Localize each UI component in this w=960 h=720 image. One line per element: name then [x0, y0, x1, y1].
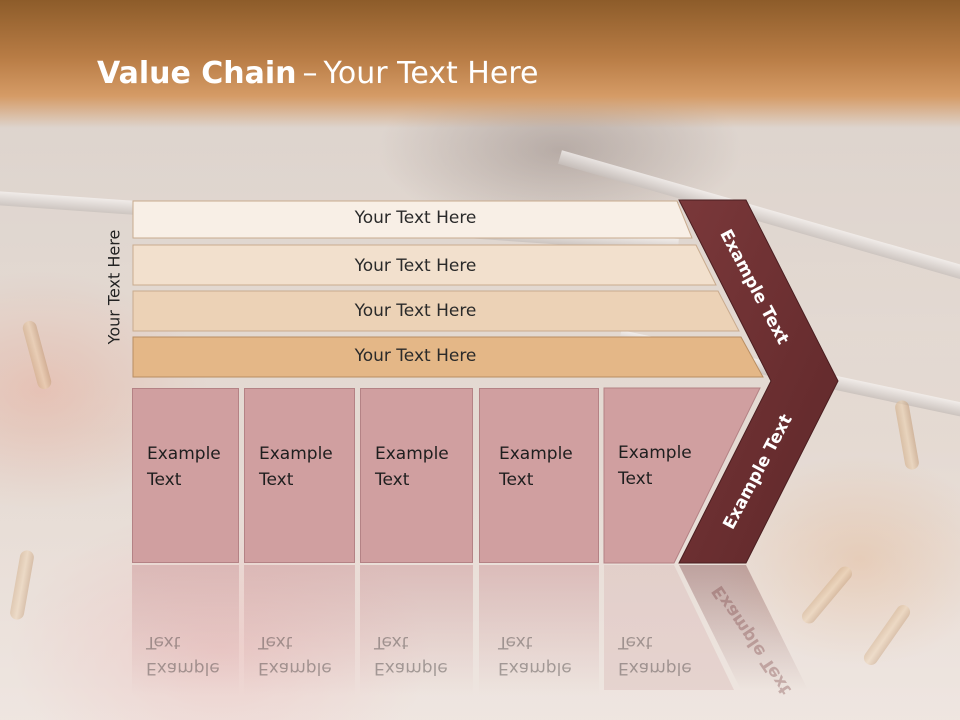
- box-4-reflection-line1: Example: [498, 658, 572, 678]
- bar-shape-2: [132, 244, 717, 286]
- title-rest: Your Text Here: [323, 56, 539, 91]
- box-2-reflection: Example Text: [244, 565, 355, 695]
- box-4-reflection-line2: Text: [498, 632, 533, 652]
- box-5-line2: Text: [618, 469, 653, 489]
- box-3-reflection-line1: Example: [374, 658, 448, 678]
- box-2-line2: Text: [259, 470, 294, 490]
- chevron-reflection: [679, 565, 808, 690]
- bar-shape-3: [132, 290, 740, 332]
- title-bold: Value Chain: [97, 56, 297, 91]
- title-separator: –: [302, 56, 318, 91]
- box-3-reflection: Example Text: [360, 565, 473, 695]
- box-1-reflection-line2: Text: [146, 632, 181, 652]
- box-3-line1: Example: [375, 444, 449, 464]
- box-5-shape: [603, 387, 761, 564]
- box-5-reflection-line2: Text: [618, 632, 653, 652]
- box-5-line1: Example: [618, 443, 692, 463]
- bar-label-2: Your Text Here: [354, 256, 477, 276]
- box-1-reflection: Example Text: [132, 565, 239, 695]
- box-5-reflection-line1: Example: [618, 658, 692, 678]
- box-3-reflection-line2: Text: [374, 632, 409, 652]
- box-3-line2: Text: [375, 470, 410, 490]
- box-1-line1: Example: [147, 444, 221, 464]
- box-5-reflection-text: Example Text: [604, 565, 734, 695]
- bar-label-3: Your Text Here: [354, 301, 477, 321]
- box-1-reflection-line1: Example: [146, 658, 220, 678]
- slide-title: Value Chain–Your Text Here: [97, 56, 538, 91]
- box-4-line1: Example: [499, 444, 573, 464]
- box-4-reflection: Example Text: [479, 565, 599, 695]
- box-5-reflection: [604, 565, 734, 690]
- bar-shape-4: [132, 336, 764, 378]
- bar-label-4: Your Text Here: [354, 346, 477, 366]
- chevron-shape: [678, 199, 839, 564]
- box-2-reflection-line2: Text: [258, 632, 293, 652]
- box-4-line2: Text: [499, 470, 534, 490]
- box-1-line2: Text: [147, 470, 182, 490]
- title-banner: Value Chain–Your Text Here: [0, 0, 960, 128]
- box-2-reflection-line1: Example: [258, 658, 332, 678]
- bar-shape-1: [132, 200, 693, 239]
- box-2-line1: Example: [259, 444, 333, 464]
- bar-label-1: Your Text Here: [354, 208, 477, 228]
